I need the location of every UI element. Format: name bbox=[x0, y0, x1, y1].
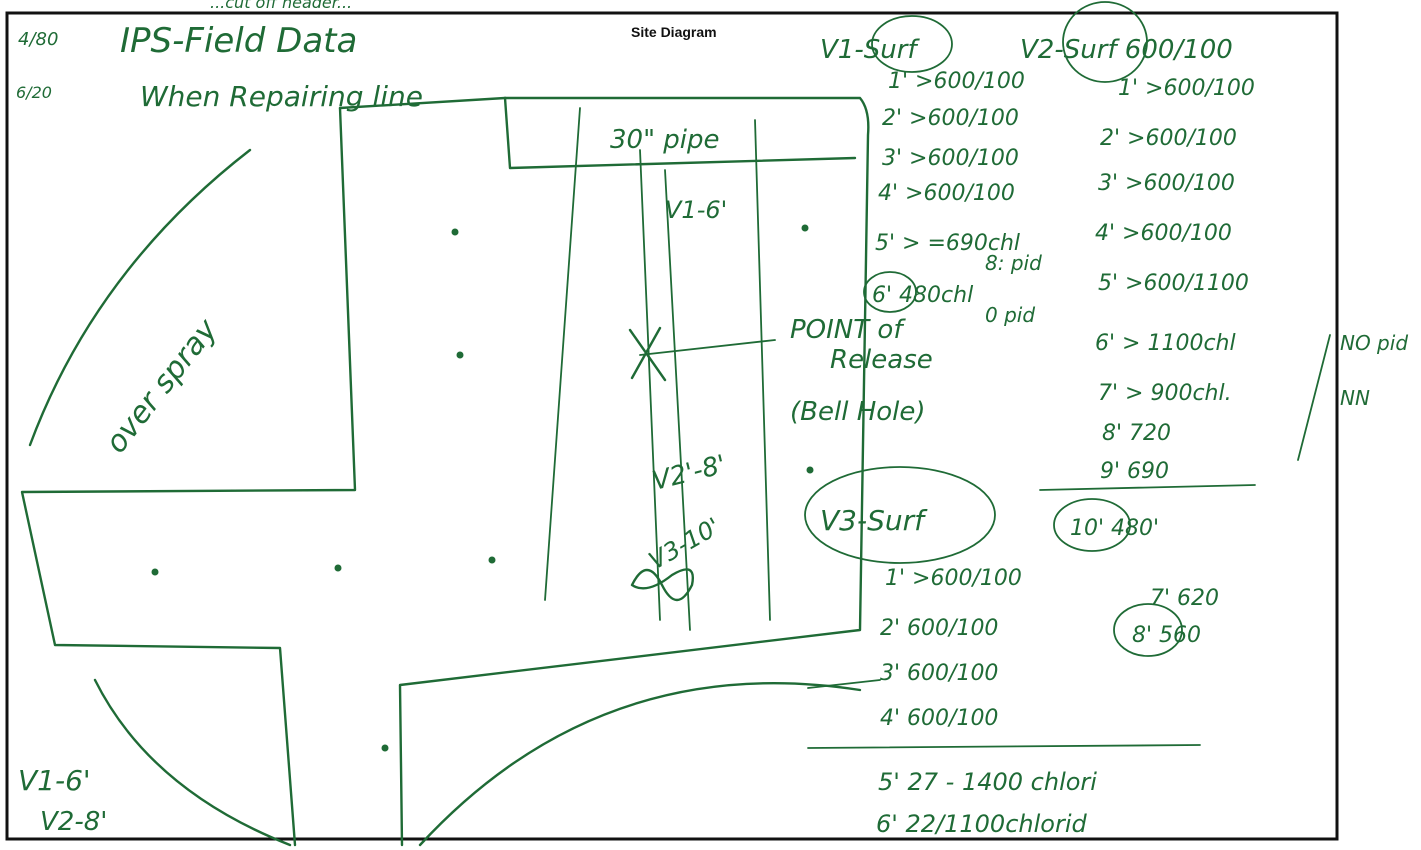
v3-8ft-circle bbox=[1113, 603, 1183, 657]
v2-row: 7' > 900chl. bbox=[1098, 381, 1232, 406]
v2-surf-rows: 1' >600/100 2' >600/100 3' >600/100 4' >… bbox=[1070, 76, 1255, 541]
v3-row: 1' >600/100 bbox=[885, 566, 1022, 591]
excavation-top-edge bbox=[338, 96, 507, 110]
v3-row: 4' 600/100 bbox=[880, 706, 998, 731]
v2-10ft-circle bbox=[1053, 498, 1131, 552]
v3-heading-circle bbox=[804, 466, 996, 564]
sample-dot bbox=[381, 744, 389, 752]
pipe-label: 30" pipe bbox=[610, 125, 720, 155]
v1-side-note: 0 pid bbox=[985, 303, 1035, 327]
v3-side-row: 8' 560 bbox=[1132, 623, 1201, 648]
v3-row: 3' 600/100 bbox=[880, 661, 998, 686]
v3-row: 5' 27 - 1400 chlori bbox=[878, 768, 1097, 796]
corner-mark-top: 4/80 bbox=[18, 29, 58, 50]
corner-mark-second: 6/20 bbox=[16, 83, 52, 102]
v1-row: 1' >600/100 bbox=[888, 69, 1025, 94]
v2-depth-label: V2'-8' bbox=[649, 450, 729, 497]
pipe-inner-line-d bbox=[754, 119, 771, 621]
v2-row: 9' 690 bbox=[1100, 459, 1169, 484]
v2-bracket bbox=[1297, 334, 1331, 461]
v3-surf-rows: 1' >600/100 2' 600/100 3' 600/100 4' 600… bbox=[876, 566, 1097, 838]
sample-dot bbox=[456, 351, 464, 359]
v3-surf-heading: V3-Surf bbox=[820, 504, 928, 537]
v2-surf-heading: V2-Surf 600/100 bbox=[1020, 35, 1233, 65]
page-title: Site Diagram bbox=[631, 24, 717, 40]
v2-row: 3' >600/100 bbox=[1098, 171, 1235, 196]
title-note-repair: When Repairing line bbox=[140, 80, 423, 113]
pipe-inner-line-a bbox=[544, 107, 581, 601]
v2-row: 2' >600/100 bbox=[1100, 126, 1237, 151]
sample-dot bbox=[488, 556, 496, 564]
v2-divider bbox=[1039, 484, 1256, 491]
v1-row: 4' >600/100 bbox=[878, 181, 1015, 206]
lower-dash-b bbox=[807, 744, 1201, 749]
v1-surf-rows: 1' >600/100 2' >600/100 3' >600/100 4' >… bbox=[872, 69, 1025, 308]
sample-dot bbox=[151, 568, 159, 576]
point-of-release-line2: Release bbox=[830, 345, 933, 375]
v1-row: 3' >600/100 bbox=[882, 146, 1019, 171]
v3-row: 2' 600/100 bbox=[880, 616, 998, 641]
v2-row: 8' 720 bbox=[1102, 421, 1171, 446]
v1-row: 6' 480chl bbox=[872, 283, 973, 308]
v3-row: 6' 22/1100chlorid bbox=[876, 810, 1087, 838]
v1-row: 2' >600/100 bbox=[882, 106, 1019, 131]
excavation-outline bbox=[20, 106, 357, 847]
v1-side-note: 8: pid bbox=[985, 251, 1042, 275]
sample-dot bbox=[334, 564, 342, 572]
bottom-left-v1: V1-6' bbox=[18, 764, 91, 797]
v2-heading-circle bbox=[1062, 1, 1148, 83]
sample-dot bbox=[451, 228, 459, 236]
v2-row: 1' >600/100 bbox=[1118, 76, 1255, 101]
v2-row: 6' > 1100chl bbox=[1095, 331, 1236, 356]
v1-surf-heading: V1-Surf bbox=[820, 35, 920, 65]
point-of-release-line3: (Bell Hole) bbox=[790, 397, 926, 427]
lower-curve bbox=[418, 681, 862, 847]
excavation-right-edge bbox=[398, 96, 870, 847]
v1-heading-circle bbox=[871, 15, 953, 73]
pipe-inner-line-c bbox=[664, 169, 691, 631]
v3-scribble bbox=[630, 568, 694, 602]
point-of-release-line1: POINT of bbox=[790, 315, 906, 345]
overspray-arc bbox=[28, 148, 252, 447]
overspray-arc-lower bbox=[93, 678, 292, 847]
v1-6ft-circle bbox=[863, 271, 917, 313]
bottom-left-v2: V2-8' bbox=[40, 807, 107, 837]
pipe-box bbox=[503, 96, 857, 170]
release-pointer bbox=[639, 339, 776, 356]
v2-row: 4' >600/100 bbox=[1095, 221, 1232, 246]
page-frame bbox=[5, 11, 1339, 841]
title-note-ips: IPS-Field Data bbox=[120, 21, 357, 61]
sample-dot bbox=[801, 224, 809, 232]
v2-row: 10' 480' bbox=[1070, 516, 1159, 541]
v2-row: 5' >600/1100 bbox=[1098, 271, 1249, 296]
v1-depth-label: V1-6' bbox=[665, 196, 727, 224]
cut-off-header: ...cut off header... bbox=[210, 0, 352, 12]
v3-side-row: 7' 620 bbox=[1150, 586, 1219, 611]
v2-side-note: NO pid bbox=[1340, 331, 1408, 355]
lower-dash-a bbox=[807, 679, 881, 689]
sample-dot bbox=[806, 466, 814, 474]
v1-row: 5' > =690chl bbox=[875, 231, 1020, 256]
pipe-inner-line-b bbox=[639, 149, 661, 621]
release-x-mark bbox=[628, 326, 667, 382]
v2-side-note: NN bbox=[1340, 386, 1370, 410]
overspray-label: over spray bbox=[99, 312, 226, 460]
